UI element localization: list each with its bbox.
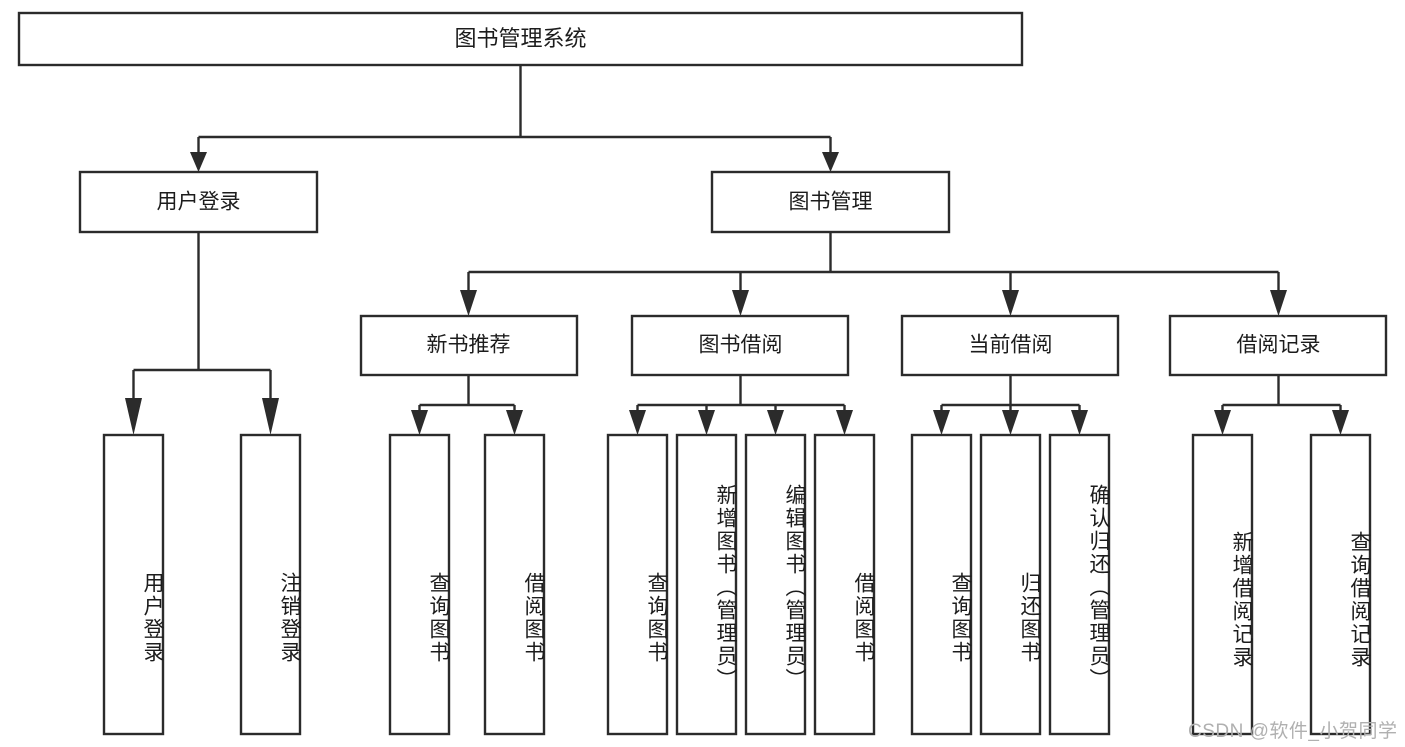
node-user-login-box[interactable] — [78, 170, 319, 234]
node-root[interactable]: 图书管理系统 — [17, 11, 1024, 67]
node-user-login[interactable]: 用户登录 — [78, 170, 319, 234]
arrow-to-leaf-confirm-return — [1071, 410, 1088, 435]
node-borrow-record-label: 借阅记录 — [1237, 334, 1321, 357]
node-book-management-box[interactable] — [710, 170, 951, 234]
leaf-box-edit-book[interactable] — [744, 433, 807, 736]
leaf-box-query-book-1[interactable] — [388, 433, 451, 736]
node-book-borrow-label: 图书借阅 — [699, 334, 783, 357]
node-current-borrow[interactable]: 当前借阅 — [900, 314, 1120, 377]
leaf-box-query-record[interactable] — [1309, 433, 1372, 736]
csdn-watermark: CSDN @软件_小贺同学 — [1188, 721, 1398, 742]
arrow-to-leaf-borrow-book-2 — [836, 410, 853, 435]
arrow-to-current-borrow — [1002, 290, 1019, 316]
leaf-box-logout[interactable] — [239, 433, 302, 736]
node-borrow-record[interactable]: 借阅记录 — [1168, 314, 1388, 377]
leaf-box-layer — [102, 433, 1372, 736]
arrow-to-new-book-rec — [460, 290, 477, 316]
arrow-to-leaf-query-book-2 — [629, 410, 646, 435]
arrow-to-leaf-add-book — [698, 410, 715, 435]
arrow-to-leaf-add-record — [1214, 410, 1231, 435]
leaf-box-return-book[interactable] — [979, 433, 1042, 736]
node-user-login-label: 用户登录 — [157, 191, 241, 214]
arrow-to-leaf-borrow-book-1 — [506, 410, 523, 435]
leaf-box-query-book-2[interactable] — [606, 433, 669, 736]
node-root-box[interactable] — [17, 11, 1024, 67]
arrow-to-leaf-query-record — [1332, 410, 1349, 435]
leaf-box-borrow-book-2[interactable] — [813, 433, 876, 736]
arrow-to-leaf-user-login — [125, 398, 142, 435]
node-root-label: 图书管理系统 — [454, 26, 586, 51]
node-new-book-recommend-label: 新书推荐 — [427, 334, 511, 357]
node-current-borrow-box[interactable] — [900, 314, 1120, 377]
node-book-borrow[interactable]: 图书借阅 — [630, 314, 850, 377]
arrow-to-book-borrow — [732, 290, 749, 316]
node-new-book-recommend-box[interactable] — [359, 314, 579, 377]
node-book-management-label: 图书管理 — [789, 191, 873, 214]
arrow-to-user-login — [190, 152, 207, 172]
arrow-to-leaf-logout — [262, 398, 279, 435]
arrow-to-leaf-query-book-3 — [933, 410, 950, 435]
node-book-management[interactable]: 图书管理 — [710, 170, 951, 234]
arrow-to-borrow-record — [1270, 290, 1287, 316]
connector-layer — [125, 65, 1349, 435]
leaf-box-user-login[interactable] — [102, 433, 165, 736]
leaf-box-query-book-3[interactable] — [910, 433, 973, 736]
leaf-box-add-record[interactable] — [1191, 433, 1254, 736]
leaf-box-add-book[interactable] — [675, 433, 738, 736]
arrow-to-leaf-edit-book — [767, 410, 784, 435]
arrow-to-leaf-query-book-1 — [411, 410, 428, 435]
node-book-borrow-box[interactable] — [630, 314, 850, 377]
arrow-to-leaf-return-book — [1002, 410, 1019, 435]
leaf-box-confirm-return[interactable] — [1048, 433, 1111, 736]
node-new-book-recommend[interactable]: 新书推荐 — [359, 314, 579, 377]
leaf-box-borrow-book-1[interactable] — [483, 433, 546, 736]
node-borrow-record-box[interactable] — [1168, 314, 1388, 377]
node-current-borrow-label: 当前借阅 — [969, 334, 1053, 357]
arrow-to-book-management — [822, 152, 839, 172]
